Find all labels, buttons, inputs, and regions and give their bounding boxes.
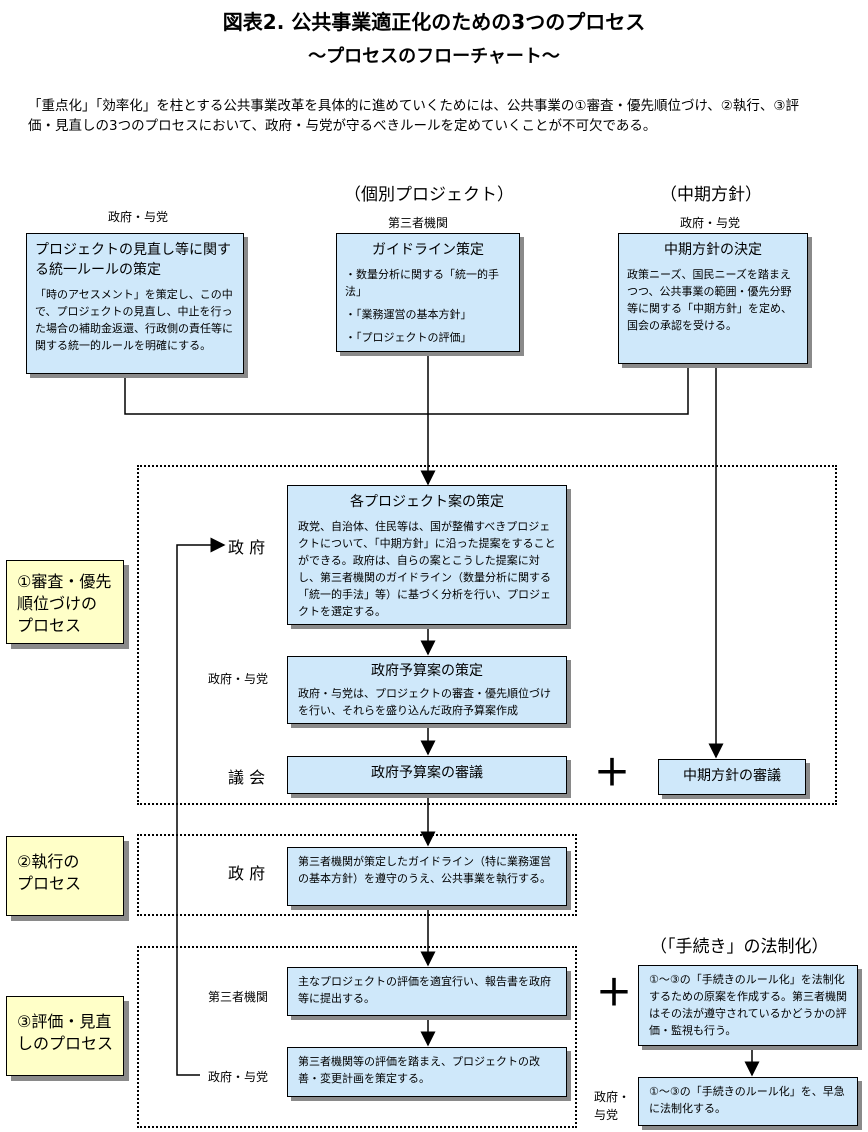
budget-plan-title: 政府予算案の策定 <box>371 663 483 679</box>
law-draft-box: ①～③の「手続きのルール化」を法制化するための原案を作成する。第三者機関はその法… <box>638 965 858 1046</box>
execution-box: 第三者機関が策定したガイドライン（特に業務運営の基本方針）を遵守のうえ、公共事業… <box>287 847 567 906</box>
label-third-party-top: 第三者機関 <box>388 216 449 230</box>
unified-rule-body: 「時のアセスメント」を策定し、この中で、プロジェクトの見直し、中止を行った場合の… <box>35 288 233 352</box>
guideline-title: ガイドライン策定 <box>372 242 484 258</box>
guideline-item-2: ・「業務運営の基本方針」 <box>345 308 472 321</box>
project-plan-body: 政党、自治体、住民等は、国が整備すべきプロジェクトについて、「中期方針」に沿った… <box>298 520 556 618</box>
label-gov-party-top-right: 政府・与党 <box>680 216 741 230</box>
header-procedure-legislation: （「手続き」の法制化） <box>650 937 829 957</box>
process-region-3 <box>137 946 577 1128</box>
midterm-decision-body: 政策ニーズ、国民ニーズを踏まえつつ、公共事業の範囲・優先分野等に関する「中期方針… <box>627 268 792 332</box>
process-region-2 <box>137 834 577 916</box>
budget-plan-body: 政府・与党は、プロジェクトの審査・優先順位づけを行い、それらを盛り込んだ政府予算… <box>298 687 551 717</box>
plus-sign-1: ＋ <box>594 753 631 794</box>
midterm-decision-title: 中期方針の決定 <box>664 242 762 258</box>
unified-rule-box: プロジェクトの見直し等に関する統一ルールの策定 「時のアセスメント」を策定し、こ… <box>26 233 244 374</box>
evaluation-box: 主なプロジェクトの評価を適宜行い、報告書を政府等に提出する。 <box>287 967 567 1016</box>
midterm-review-box: 中期方針の審議 <box>658 759 806 795</box>
connector-top-merge <box>124 364 689 415</box>
page-subtitle: ～プロセスのフローチャート～ <box>308 46 560 67</box>
intro-text: 「重点化」「効率化」を柱とする公共事業改革を具体的に進めていくためには、公共事業… <box>28 98 799 134</box>
guideline-item-1: ・数量分析に関する「統一的手法」 <box>345 268 499 298</box>
header-individual-project: （個別プロジェクト） <box>344 185 514 205</box>
midterm-review-title: 中期方針の審議 <box>683 768 781 784</box>
law-enact-box: ①～③の「手続きのルール化」を、早急に法制化する。 <box>638 1077 858 1126</box>
revision-box: 第三者機関等の評価を踏まえ、プロジェクトの改善・変更計画を策定する。 <box>287 1047 567 1097</box>
process-label-3: ③評価・見直 しのプロセス <box>6 996 124 1076</box>
budget-plan-box: 政府予算案の策定 政府・与党は、プロジェクトの審査・優先順位づけを行い、それらを… <box>287 656 567 724</box>
header-midterm-policy: （中期方針） <box>660 185 762 205</box>
plus-sign-2: ＋ <box>596 973 633 1014</box>
law-enact-body: ①～③の「手続きのルール化」を、早急に法制化する。 <box>649 1085 845 1115</box>
evaluation-body: 主なプロジェクトの評価を適宜行い、報告書を政府等に提出する。 <box>298 975 551 1005</box>
label-gov-party-3: 政府・ 与党 <box>594 1090 631 1122</box>
process-label-1: ①審査・優先 順位づけの プロセス <box>6 560 124 644</box>
unified-rule-title: プロジェクトの見直し等に関する統一ルールの策定 <box>35 242 231 278</box>
label-gov-2: 政 府 <box>228 864 266 883</box>
process-region-1 <box>137 465 837 805</box>
label-gov-party-1: 政府・与党 <box>208 672 269 686</box>
label-gov-party-top-left: 政府・与党 <box>108 210 169 224</box>
midterm-decision-box: 中期方針の決定 政策ニーズ、国民ニーズを踏まえつつ、公共事業の範囲・優先分野等に… <box>618 233 808 364</box>
revision-body: 第三者機関等の評価を踏まえ、プロジェクトの改善・変更計画を策定する。 <box>298 1055 540 1085</box>
project-plan-title: 各プロジェクト案の策定 <box>350 494 504 510</box>
budget-review-box: 政府予算案の審議 <box>287 756 567 794</box>
guideline-box: ガイドライン策定 ・数量分析に関する「統一的手法」 ・「業務運営の基本方針」 ・… <box>336 233 520 352</box>
page-title: 図表2. 公共事業適正化のための3つのプロセス <box>222 10 646 34</box>
label-gov-1: 政 府 <box>228 538 266 557</box>
label-diet: 議 会 <box>228 768 266 787</box>
guideline-item-3: ・「プロジェクトの評価」 <box>345 331 472 344</box>
process-label-2: ②執行の プロセス <box>6 836 124 916</box>
connector-feedback-loop <box>176 537 226 1076</box>
execution-body: 第三者機関が策定したガイドライン（特に業務運営の基本方針）を遵守のうえ、公共事業… <box>298 855 551 885</box>
project-plan-box: 各プロジェクト案の策定 政党、自治体、住民等は、国が整備すべきプロジェクトについ… <box>287 485 567 625</box>
budget-review-title: 政府予算案の審議 <box>371 765 483 781</box>
law-draft-body: ①～③の「手続きのルール化」を法制化するための原案を作成する。第三者機関はその法… <box>649 973 847 1037</box>
label-gov-party-2: 政府・与党 <box>208 1070 269 1084</box>
label-third-party: 第三者機関 <box>208 990 269 1004</box>
